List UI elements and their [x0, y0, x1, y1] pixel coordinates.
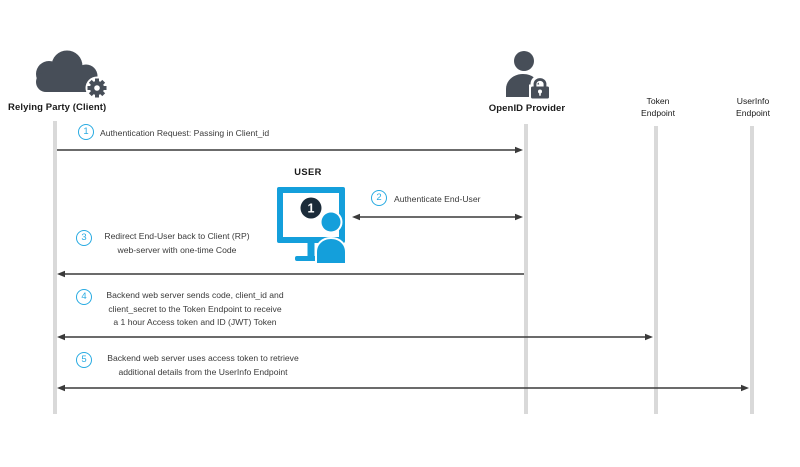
relying-party-label: Relying Party (Client) — [8, 102, 107, 113]
userinfo-endpoint-line1: UserInfo — [736, 96, 770, 106]
arrow-step-4 — [57, 333, 653, 341]
step-4-line1: Backend web server sends code, client_id… — [106, 290, 284, 300]
step-5-text: Backend web server uses access token to … — [98, 352, 308, 379]
token-endpoint-label: Token Endpoint — [628, 96, 688, 119]
userinfo-endpoint-line2: Endpoint — [736, 107, 770, 118]
arrow-step-3 — [57, 270, 524, 278]
step-2-badge: 2 — [371, 190, 387, 206]
step-1-text: Authentication Request: Passing in Clien… — [100, 128, 270, 138]
user-person-silhouette — [315, 210, 347, 265]
lifeline-relying-party — [53, 121, 57, 414]
step-2-text: Authenticate End-User — [394, 194, 481, 204]
step-4-line2: client_secret to the Token Endpoint to r… — [108, 303, 282, 314]
token-endpoint-line2: Endpoint — [641, 107, 675, 118]
step-5-badge: 5 — [76, 352, 92, 368]
person-lock-icon — [506, 51, 551, 99]
step-3-line1: Redirect End-User back to Client (RP) — [104, 231, 250, 241]
step-3-badge: 3 — [76, 230, 92, 246]
user-label: USER — [294, 167, 322, 177]
lifeline-token-endpoint — [654, 126, 658, 414]
cloud-gear-icon — [36, 50, 108, 100]
arrow-step-5 — [57, 384, 749, 392]
lifeline-userinfo-endpoint — [750, 126, 754, 414]
monitor-person-icon: 1 — [277, 187, 347, 265]
token-endpoint-line1: Token — [646, 96, 670, 106]
step-4-line3: a 1 hour Access token and ID (JWT) Token — [113, 317, 277, 328]
step-5-line2: additional details from the UserInfo End… — [118, 366, 288, 377]
step-3-text: Redirect End-User back to Client (RP) we… — [97, 230, 257, 257]
step-3-line2: web-server with one-time Code — [117, 244, 237, 255]
userinfo-endpoint-label: UserInfo Endpoint — [723, 96, 783, 119]
step-4-text: Backend web server sends code, client_id… — [96, 289, 294, 330]
arrow-step-2 — [352, 213, 523, 221]
arrow-step-1 — [57, 146, 523, 154]
user-session-badge: 1 — [308, 201, 315, 215]
lifeline-openid-provider — [524, 124, 528, 414]
step-1-badge: 1 — [78, 124, 94, 140]
step-5-line1: Backend web server uses access token to … — [107, 353, 299, 363]
step-4-badge: 4 — [76, 289, 92, 305]
openid-provider-label: OpenID Provider — [488, 103, 566, 114]
